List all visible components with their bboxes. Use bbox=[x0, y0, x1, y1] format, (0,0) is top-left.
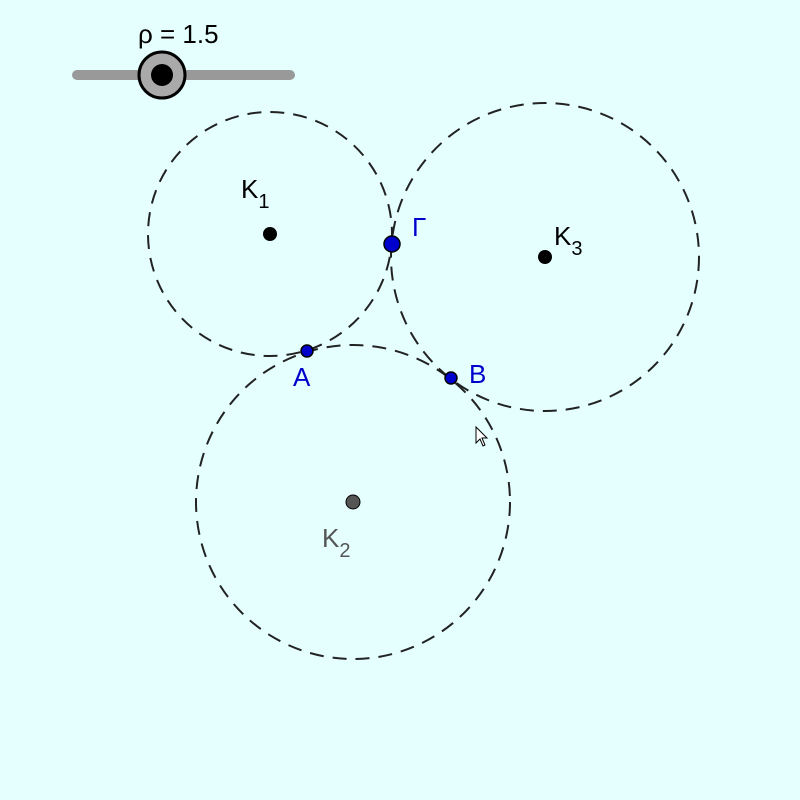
point-gamma-dot[interactable] bbox=[383, 235, 401, 253]
point-a-dot[interactable] bbox=[300, 344, 314, 358]
point-gamma[interactable]: Γ bbox=[383, 212, 426, 253]
center-k1-point[interactable] bbox=[263, 227, 277, 241]
point-b-label: B bbox=[469, 359, 486, 389]
point-gamma-label: Γ bbox=[412, 212, 426, 242]
center-k1-label: K1 bbox=[241, 174, 269, 213]
center-k3-label: K3 bbox=[554, 221, 582, 260]
slider-knob[interactable] bbox=[151, 64, 173, 86]
point-b[interactable]: B bbox=[444, 359, 486, 389]
center-k2-label: K2 bbox=[322, 523, 350, 562]
circle-k2[interactable] bbox=[195, 344, 511, 660]
center-k2[interactable]: K2 bbox=[322, 494, 361, 562]
point-b-dot[interactable] bbox=[444, 371, 458, 385]
circle-k3[interactable] bbox=[390, 102, 700, 412]
center-k3[interactable]: K3 bbox=[538, 221, 582, 264]
point-a[interactable]: A bbox=[293, 344, 314, 392]
center-k2-point[interactable] bbox=[345, 494, 361, 510]
center-k1[interactable]: K1 bbox=[241, 174, 277, 241]
mouse-pointer-icon bbox=[475, 425, 489, 447]
point-a-label: A bbox=[293, 362, 311, 392]
slider-label: ρ = 1.5 bbox=[138, 19, 219, 49]
rho-slider[interactable]: ρ = 1.5 bbox=[72, 19, 295, 100]
center-k3-point[interactable] bbox=[538, 250, 552, 264]
